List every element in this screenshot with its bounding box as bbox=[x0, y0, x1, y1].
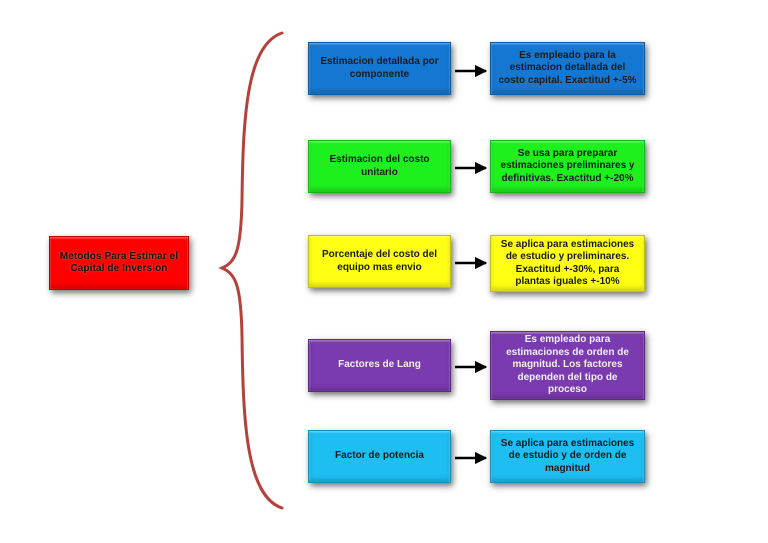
description-text: Es empleado para estimaciones de orden d… bbox=[506, 334, 629, 396]
method-box-lang-factors: Factores de Lang bbox=[308, 339, 451, 392]
description-box-equipment-percentage: Se aplica para estimaciones de estudio y… bbox=[490, 235, 645, 292]
description-text: Se aplica para estimaciones de estudio y… bbox=[500, 238, 635, 288]
method-box-equipment-percentage: Porcentaje del costo del equipo mas envi… bbox=[308, 235, 451, 288]
method-label: Factor de potencia bbox=[335, 450, 424, 462]
description-text: Se aplica para estimaciones de estudio y… bbox=[500, 437, 635, 474]
description-box-power-factor: Se aplica para estimaciones de estudio y… bbox=[490, 430, 645, 483]
root-label: Metodos Para Estimar el Capital de Inver… bbox=[59, 250, 179, 275]
method-label: Porcentaje del costo del equipo mas envi… bbox=[321, 249, 438, 273]
method-box-detailed: Estimacion detallada por componente bbox=[308, 42, 451, 95]
root-method-box: Metodos Para Estimar el Capital de Inver… bbox=[49, 236, 189, 290]
method-label: Factores de Lang bbox=[338, 359, 421, 371]
method-box-power-factor: Factor de potencia bbox=[308, 430, 451, 483]
description-box-lang-factors: Es empleado para estimaciones de orden d… bbox=[490, 331, 645, 400]
description-box-unit-cost: Se usa para preparar estimaciones prelim… bbox=[490, 140, 645, 193]
method-box-unit-cost: Estimacion del costo unitario bbox=[308, 140, 451, 193]
description-text: Es empleado para la estimacion detallada… bbox=[498, 49, 637, 86]
method-label: Estimacion del costo unitario bbox=[329, 154, 430, 178]
description-text: Se usa para preparar estimaciones prelim… bbox=[500, 147, 635, 184]
description-box-detailed: Es empleado para la estimacion detallada… bbox=[490, 42, 645, 95]
method-label: Estimacion detallada por componente bbox=[320, 56, 439, 80]
